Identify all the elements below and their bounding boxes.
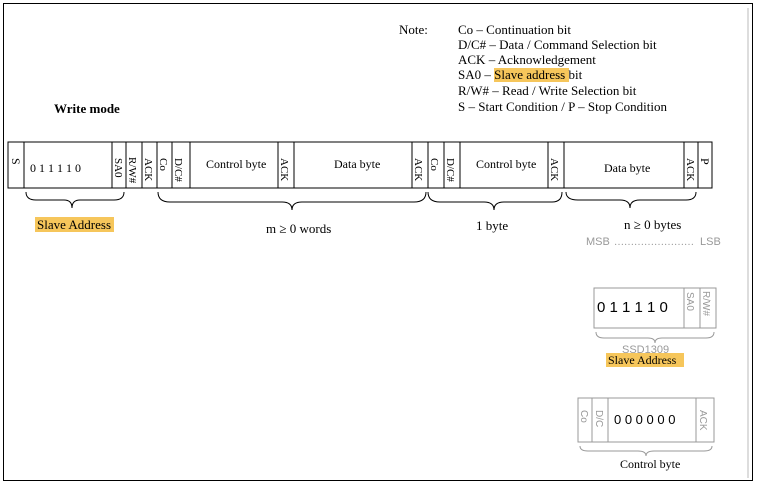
dc-bit: D/C# <box>444 158 456 182</box>
note-dc: D/C# – Data / Command Selection bit <box>458 37 657 52</box>
brace-slave-address <box>25 191 125 209</box>
dc-bit: D/C# <box>172 158 184 182</box>
frame-outline <box>7 141 713 189</box>
brace-n-bytes <box>565 191 697 209</box>
brace-slave-detail <box>595 331 715 344</box>
co-bit: Co <box>157 158 169 171</box>
brace-control-detail <box>579 445 713 457</box>
notes-label: Note: <box>399 22 428 37</box>
slave-detail-sa0: SA0 <box>684 292 695 311</box>
rw-bit: R/W# <box>126 157 138 184</box>
ack-bit: ACK <box>142 158 154 181</box>
control-byte-cell: Control byte <box>206 157 266 171</box>
outer-border <box>3 3 753 481</box>
slave-detail-bits: 0 1 1 1 1 0 <box>597 299 668 316</box>
control-detail-box <box>577 397 715 443</box>
brace-m-words <box>157 191 427 211</box>
data-byte-cell: Data byte <box>604 161 650 175</box>
slave-address-detail: 0 1 1 1 1 0 SA0 R/W# SSD1309 Slave Addre… <box>593 287 717 367</box>
control-detail-co: Co <box>578 410 589 423</box>
slave-detail-highlight-bg <box>606 353 684 367</box>
note-sp: S – Start Condition / P – Stop Condition <box>458 99 667 114</box>
msb-label: MSB <box>586 236 610 248</box>
ack-bit: ACK <box>684 158 696 181</box>
note-sa0: SA0 – Slave address bit <box>458 67 583 82</box>
mode-title: Write mode <box>54 101 120 116</box>
braces <box>25 191 697 211</box>
sa0-bit: SA0 <box>112 158 124 178</box>
slave-detail-box <box>593 287 717 329</box>
one-byte-label: 1 byte <box>476 218 508 233</box>
msb-lsb-dots: …………………… <box>614 237 694 248</box>
co-bit: Co <box>428 158 440 171</box>
slave-detail-caption: Slave Address <box>608 353 677 367</box>
control-detail-ack: ACK <box>697 410 708 431</box>
control-detail-dc: D/C <box>593 410 604 427</box>
note-sa0-highlight-bg <box>494 68 569 82</box>
note-co: Co – Continuation bit <box>458 22 571 37</box>
note-ack: ACK – Acknowledgement <box>458 52 596 67</box>
control-byte-detail: Co D/C 0 0 0 0 0 0 ACK Control byte <box>577 397 715 471</box>
slave-address-label: Slave Address <box>37 217 111 232</box>
address-bits: 0 1 1 1 1 0 <box>30 161 81 175</box>
data-byte-cell: Data byte <box>334 157 380 171</box>
slave-address-highlight-bg <box>35 217 114 232</box>
brace-one-byte <box>427 191 563 211</box>
notes-block: Note: Co – Continuation bit D/C# – Data … <box>399 22 667 114</box>
control-detail-bits: 0 0 0 0 0 0 <box>614 412 675 427</box>
n-bytes-label: n ≥ 0 bytes <box>624 217 681 232</box>
ack-bit: ACK <box>412 158 424 181</box>
ack-bit: ACK <box>278 158 290 181</box>
control-detail-caption: Control byte <box>620 457 680 471</box>
slave-detail-rw: R/W# <box>700 291 711 316</box>
start-bit: S <box>9 158 23 165</box>
control-byte-cell: Control byte <box>476 157 536 171</box>
lsb-label: LSB <box>700 236 721 248</box>
ack-bit: ACK <box>548 158 560 181</box>
write-frame: S 0 1 1 1 1 0 SA0 R/W# ACK Co D/C# Contr… <box>7 141 713 189</box>
m-words-label: m ≥ 0 words <box>266 221 331 236</box>
note-rw: R/W# – Read / Write Selection bit <box>458 83 637 98</box>
stop-bit: P <box>698 158 712 165</box>
